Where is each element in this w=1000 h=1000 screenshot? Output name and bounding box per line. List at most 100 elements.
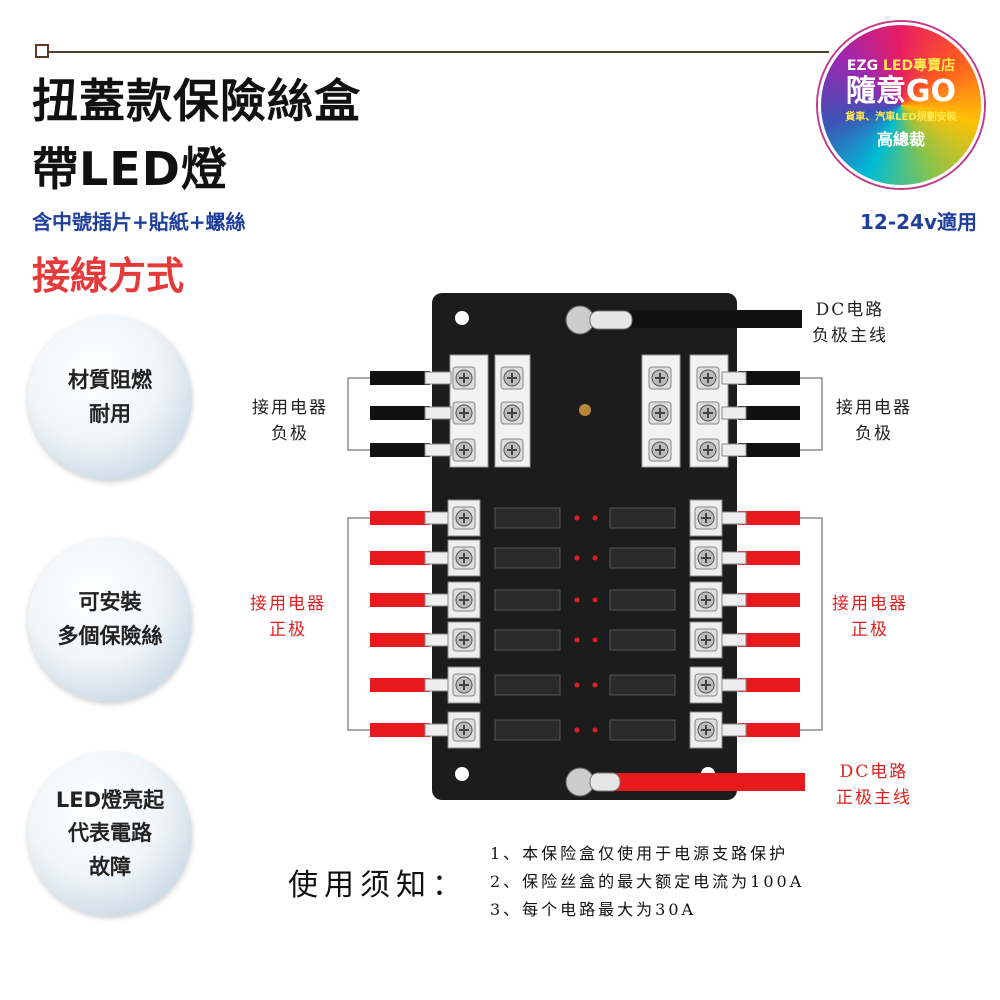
mount-hole-icon <box>455 767 469 781</box>
screw-icon-slot <box>701 635 711 645</box>
led-indicator <box>574 727 580 733</box>
section-title: 接線方式 <box>32 254 185 298</box>
logo-tagline: 貨車、汽車LED規劃安裝 <box>845 112 957 123</box>
fuse-slot <box>494 719 561 741</box>
feature-text: 多個保險絲 <box>57 624 163 648</box>
screw-icon-slot <box>701 680 711 690</box>
positive-wire-left <box>370 551 430 565</box>
fuse-slot <box>494 507 561 529</box>
positive-wire-left <box>370 723 430 737</box>
screw-icon-slot <box>459 725 469 735</box>
screw-icon-slot <box>459 553 469 563</box>
led-indicator <box>592 682 598 688</box>
wire-lug <box>721 723 747 737</box>
negative-wire-left <box>370 406 430 420</box>
feature-flame-retardant: 材質阻燃耐用 <box>28 316 192 480</box>
screw-icon-slot <box>459 445 469 455</box>
title-line1: 扭蓋款保險絲盒 <box>32 74 361 128</box>
feature-led-fault: LED燈亮起代表電路故障 <box>28 752 192 916</box>
feature-text: LED燈亮起 <box>55 787 165 812</box>
bracket-line <box>347 377 370 451</box>
led-indicator <box>592 515 598 521</box>
screw-icon-slot <box>459 680 469 690</box>
positive-wire-right <box>738 511 800 525</box>
label-load-negative-right: 接用电器负极 <box>836 398 912 444</box>
shop-logo: EZG LED專賣店 隨意GO 貨車、汽車LED規劃安裝 高總裁 <box>818 22 984 188</box>
led-indicator <box>574 515 580 521</box>
wire-lug <box>424 678 452 692</box>
screw-icon-slot <box>459 595 469 605</box>
screw-icon-slot <box>459 373 469 383</box>
feature-text: 耐用 <box>89 402 131 426</box>
led-indicator <box>574 637 580 643</box>
screw-icon-slot <box>703 373 713 383</box>
logo-owner: 高總裁 <box>876 130 925 149</box>
led-indicator <box>592 555 598 561</box>
positive-wire-right <box>738 633 800 647</box>
wire-lug <box>424 443 452 457</box>
led-indicator <box>592 727 598 733</box>
notice-item: 2、保险丝盒的最大额定电流为100A <box>490 872 805 891</box>
fuse-slot <box>609 589 676 611</box>
led-indicator <box>574 682 580 688</box>
subtitle: 含中號插片+貼紙+螺絲 <box>32 210 246 234</box>
screw-icon-slot <box>703 408 713 418</box>
wire-lug <box>424 723 452 737</box>
logo-name: 隨意GO <box>845 74 957 109</box>
wire-lug <box>721 551 747 565</box>
label-load-positive-left: 接用电器正极 <box>250 594 326 640</box>
decor-line <box>49 51 829 53</box>
bracket-line <box>800 517 823 731</box>
screw-icon-slot <box>655 408 665 418</box>
fuse-slot <box>609 719 676 741</box>
fuse-slot <box>494 629 561 651</box>
label-dc-negative: DC电路负极主线 <box>812 300 888 346</box>
screw-icon-slot <box>507 408 517 418</box>
fuse-slot <box>609 629 676 651</box>
positive-wire-right <box>738 551 800 565</box>
screw-icon-slot <box>701 513 711 523</box>
positive-wire-left <box>370 511 430 525</box>
screw-icon-slot <box>459 635 469 645</box>
notice-item: 3、每个电路最大为30A <box>490 900 697 919</box>
voltage-label: 12-24v適用 <box>860 210 978 234</box>
negative-wire-right <box>738 443 800 457</box>
notice-heading: 使用须知： <box>288 868 468 903</box>
wire-lug <box>721 511 747 525</box>
wire-lug <box>424 551 452 565</box>
wire-lug <box>721 443 747 457</box>
led-indicator <box>574 555 580 561</box>
screw-icon-slot <box>701 595 711 605</box>
screw-icon-slot <box>703 445 713 455</box>
wire-lug <box>721 633 747 647</box>
mount-hole-icon <box>455 311 469 325</box>
wire-lug <box>721 406 747 420</box>
wire-lug <box>424 371 452 385</box>
logo-shop: LED專賣店 <box>882 58 956 74</box>
negative-wire-right <box>738 371 800 385</box>
positive-wire-right <box>738 678 800 692</box>
screw-icon-slot <box>655 445 665 455</box>
screw-icon-slot <box>507 445 517 455</box>
screw-icon-slot <box>701 725 711 735</box>
ring-terminal <box>589 772 621 792</box>
feature-text: 材質阻燃 <box>68 368 152 393</box>
positive-wire-right <box>738 723 800 737</box>
screw-icon-slot <box>507 373 517 383</box>
fuse-slot <box>609 674 676 696</box>
feature-text: 代表電路 <box>67 821 152 846</box>
led-indicator <box>592 597 598 603</box>
positive-wire-left <box>370 593 430 607</box>
fuse-slot <box>609 547 676 569</box>
bracket-line <box>347 517 370 731</box>
label-load-positive-right: 接用电器正极 <box>832 594 908 640</box>
dc-positive-wire <box>610 773 805 791</box>
feature-text: 可安裝 <box>78 590 142 615</box>
fuse-slot <box>494 547 561 569</box>
bracket-line <box>800 377 823 451</box>
screw-icon-slot <box>459 513 469 523</box>
wire-lug <box>424 633 452 647</box>
wire-lug <box>424 511 452 525</box>
led-indicator <box>574 597 580 603</box>
